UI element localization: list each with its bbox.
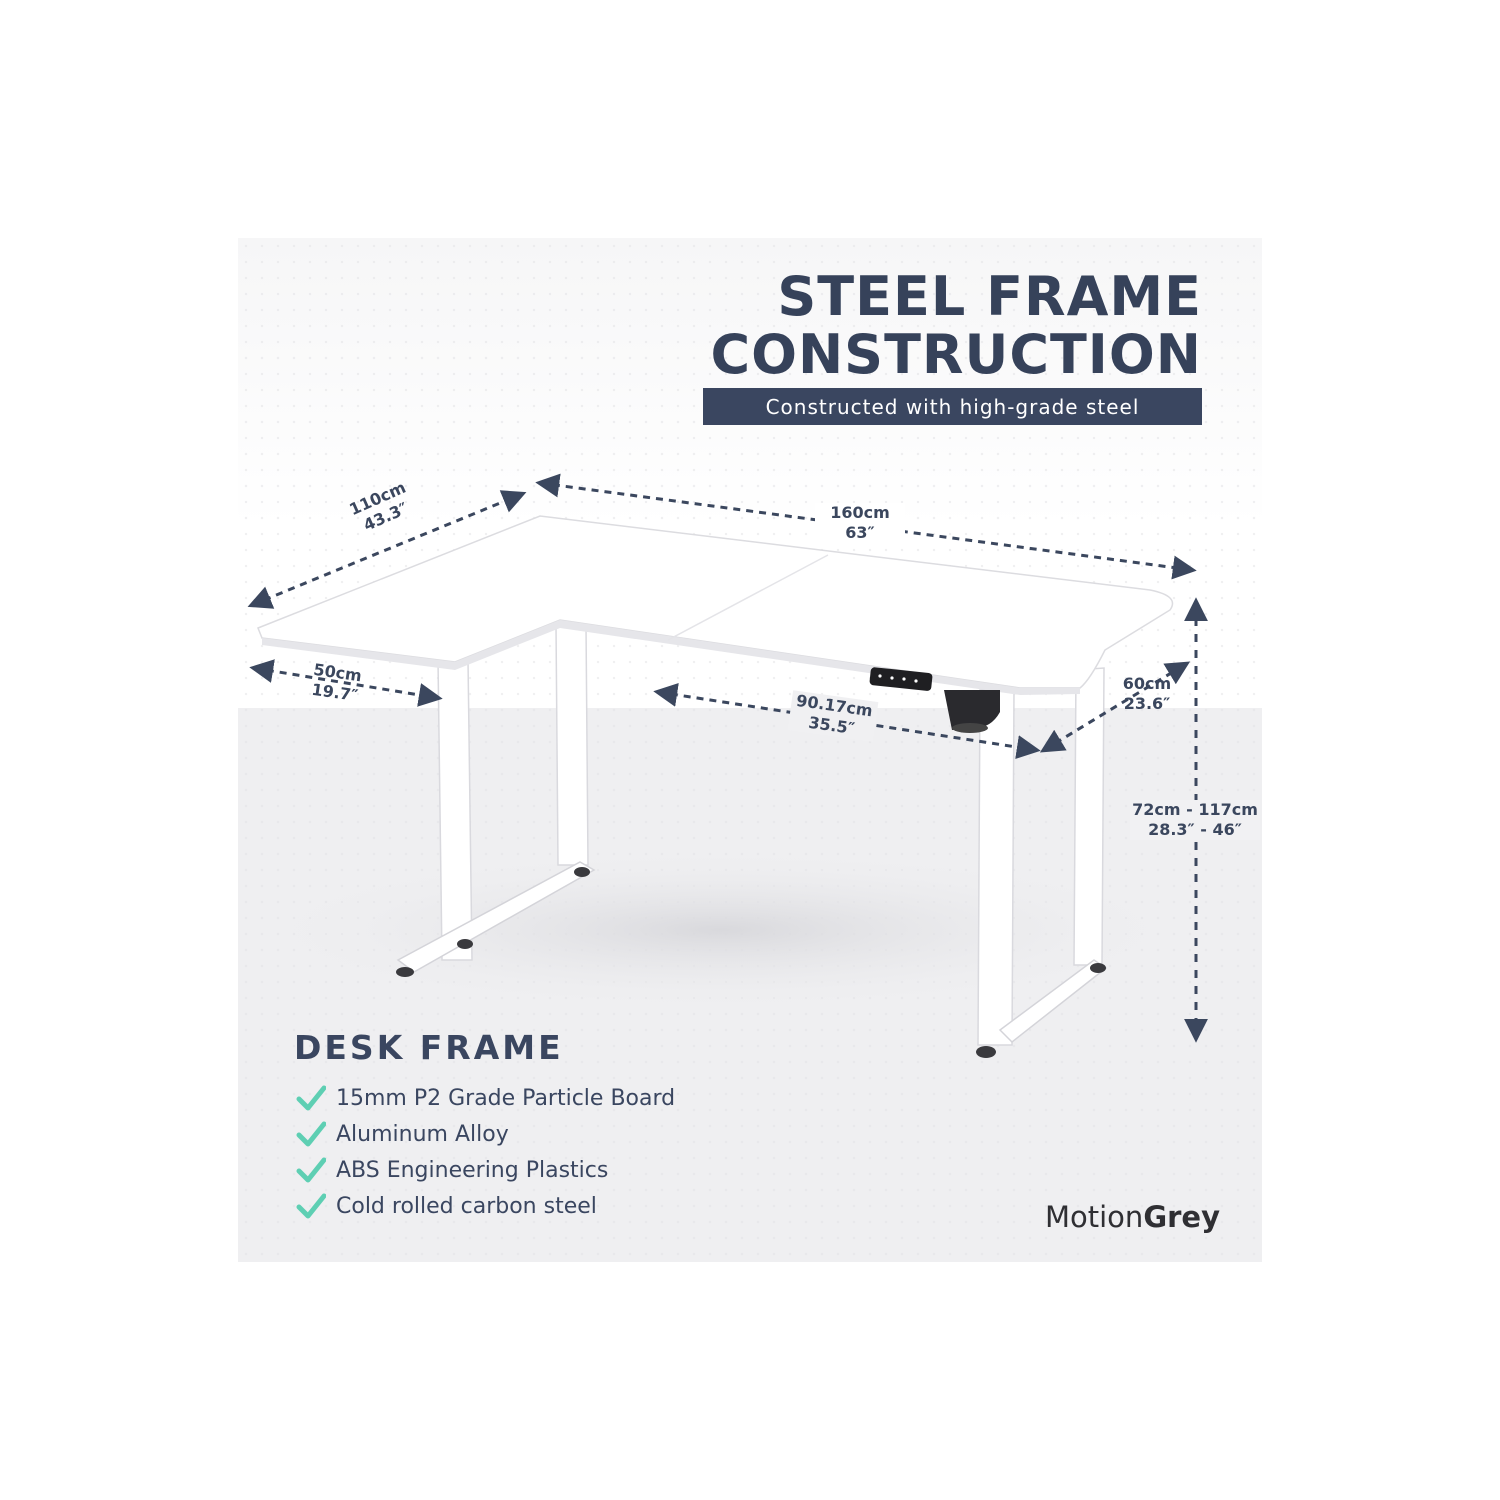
brand-logo: MotionGrey (1045, 1200, 1220, 1234)
check-icon (296, 1193, 326, 1219)
dim-height-metric: 72cm - 117cm (1132, 800, 1258, 819)
page-title: STEEL FRAME CONSTRUCTION (710, 268, 1202, 384)
feature-label: ABS Engineering Plastics (336, 1157, 609, 1183)
brand-bold: Grey (1143, 1200, 1220, 1234)
dim-60-metric: 60cm (1122, 674, 1172, 693)
subtitle-text: Constructed with high-grade steel (765, 394, 1140, 419)
dim-line-60 (1039, 661, 1191, 753)
check-icon (296, 1085, 326, 1111)
dim-line-50 (249, 659, 443, 707)
check-icon (296, 1121, 326, 1147)
dim-line-90 (653, 683, 1041, 759)
floor-shadow (250, 850, 1190, 1010)
feature-label: Aluminum Alloy (336, 1121, 509, 1147)
title-line-1: STEEL FRAME (777, 265, 1202, 328)
title-line-2: CONSTRUCTION (710, 323, 1202, 386)
brand-light: Motion (1044, 1200, 1144, 1234)
subtitle-banner: Constructed with high-grade steel (703, 388, 1202, 425)
dim-160-metric: 160cm (830, 503, 890, 522)
list-item: 15mm P2 Grade Particle Board (296, 1080, 675, 1116)
list-item: ABS Engineering Plastics (296, 1152, 675, 1188)
check-icon (296, 1157, 326, 1183)
dim-label-50: 50cm 19.7″ (309, 660, 362, 706)
dim-label-60: 60cm 23.6″ (1116, 674, 1178, 714)
dim-label-160: 160cm 63″ (815, 503, 905, 543)
desktop-surface (257, 515, 1174, 695)
desk-frame-heading: DESK FRAME (294, 1028, 564, 1067)
dim-160-imperial: 63″ (845, 523, 875, 542)
feature-label: Cold rolled carbon steel (336, 1193, 597, 1219)
feature-list: 15mm P2 Grade Particle Board Aluminum Al… (296, 1080, 675, 1224)
dim-height-imperial: 28.3″ - 46″ (1148, 820, 1242, 839)
dim-line-110 (247, 490, 527, 609)
right-leg-frame (976, 667, 1108, 1058)
list-item: Cold rolled carbon steel (296, 1188, 675, 1224)
feature-label: 15mm P2 Grade Particle Board (336, 1085, 676, 1111)
dim-label-height: 72cm - 117cm 28.3″ - 46″ (1130, 800, 1260, 840)
left-leg-frame (396, 624, 596, 977)
list-item: Aluminum Alloy (296, 1116, 675, 1152)
dim-60-imperial: 23.6″ (1123, 694, 1171, 713)
